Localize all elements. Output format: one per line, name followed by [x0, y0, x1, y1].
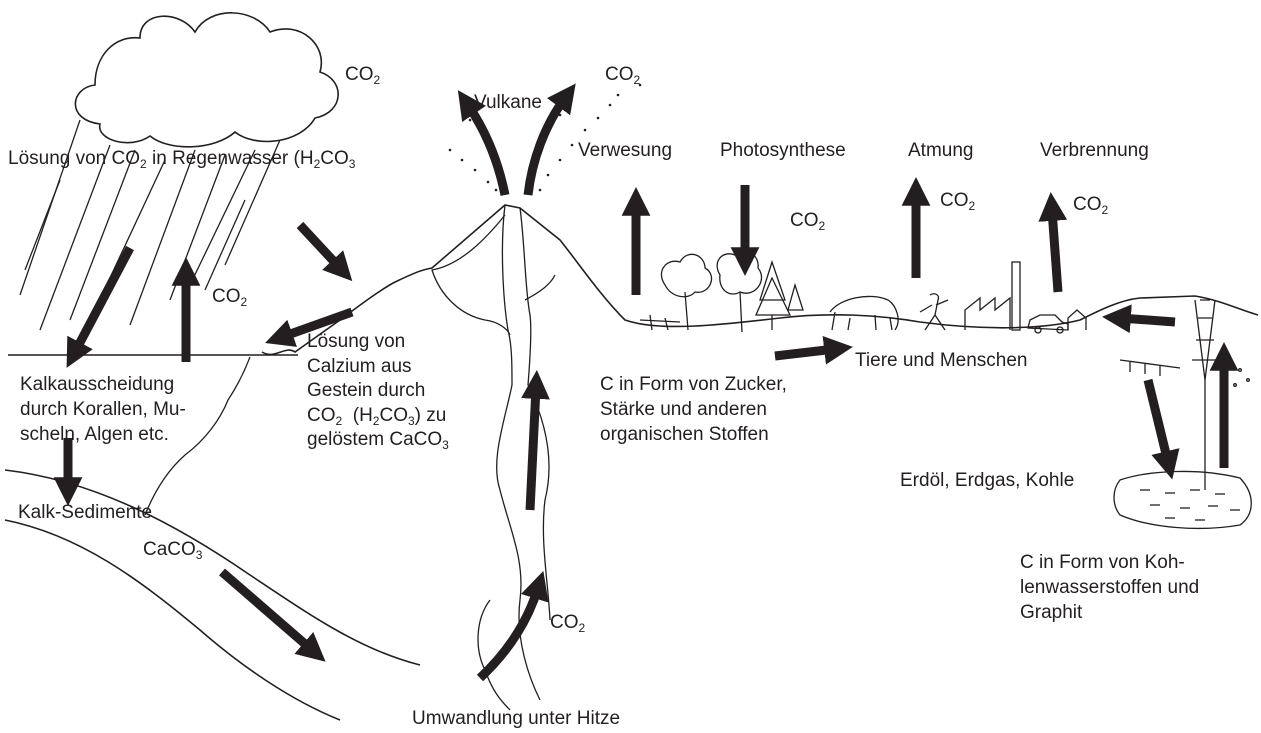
- label-co2-sky: CO2: [345, 64, 381, 87]
- sea-floor: [144, 356, 251, 516]
- ground-line: [261, 204, 1259, 356]
- car-and-house: [1027, 309, 1087, 334]
- person: [919, 293, 949, 331]
- cloud: [74, 12, 339, 148]
- label-co2-photosynthese: CO2: [790, 210, 826, 233]
- arrow-caco3: [219, 568, 326, 662]
- arrow-magma-up: [521, 370, 550, 511]
- label-photosynthese: Photosynthese: [720, 140, 846, 161]
- cycle-arrows: [53, 83, 1239, 682]
- label-co2-magma: CO2: [550, 612, 586, 635]
- label-verwesung: Verwesung: [578, 140, 673, 161]
- arrow-rain-down: [66, 245, 134, 368]
- arrow-verbrennung: [1038, 192, 1068, 293]
- label-loesung-regen: Lösung von CO2 in Regenwasser (H2CO3: [8, 148, 356, 171]
- arrow-volcano-right: [523, 83, 576, 196]
- label-erdoel: Erdöl, Erdgas, Kohle: [900, 470, 1075, 491]
- label-co2-verbrennung: CO2: [1073, 194, 1109, 217]
- label-kalk-sedimente: Kalk-Sedimente: [18, 502, 153, 523]
- arrow-to-land: [1102, 304, 1176, 334]
- arrow-to-mountain: [296, 221, 353, 282]
- factory: [964, 261, 1021, 331]
- label-co2-atmung: CO2: [940, 190, 976, 213]
- arrow-to-oil: [1143, 378, 1180, 480]
- cow: [829, 295, 899, 331]
- arrow-umwandlung: [476, 570, 549, 682]
- arrow-volcano-left: [457, 90, 510, 196]
- arrow-to-tiere: [774, 335, 853, 365]
- rain: [19, 119, 281, 331]
- oil-deposit-hatching: [1140, 489, 1240, 521]
- label-caco3: CaCO3: [143, 539, 203, 562]
- oil-rig: [1119, 299, 1250, 490]
- label-umwandlung: Umwandlung unter Hitze: [412, 708, 621, 729]
- label-atmung: Atmung: [908, 140, 974, 161]
- sediment-layer-bottom: [4, 519, 341, 721]
- arrow-to-sea: [265, 307, 354, 347]
- label-vulkane: Vulkane: [474, 92, 542, 113]
- label-verbrennung: Verbrennung: [1040, 140, 1149, 161]
- label-tiere-menschen: Tiere und Menschen: [855, 350, 1028, 371]
- vegetation: [639, 250, 804, 333]
- label-co2-volcano: CO2: [605, 64, 641, 87]
- oil-deposit: [1113, 470, 1252, 530]
- label-co2-sea: CO2: [212, 286, 248, 309]
